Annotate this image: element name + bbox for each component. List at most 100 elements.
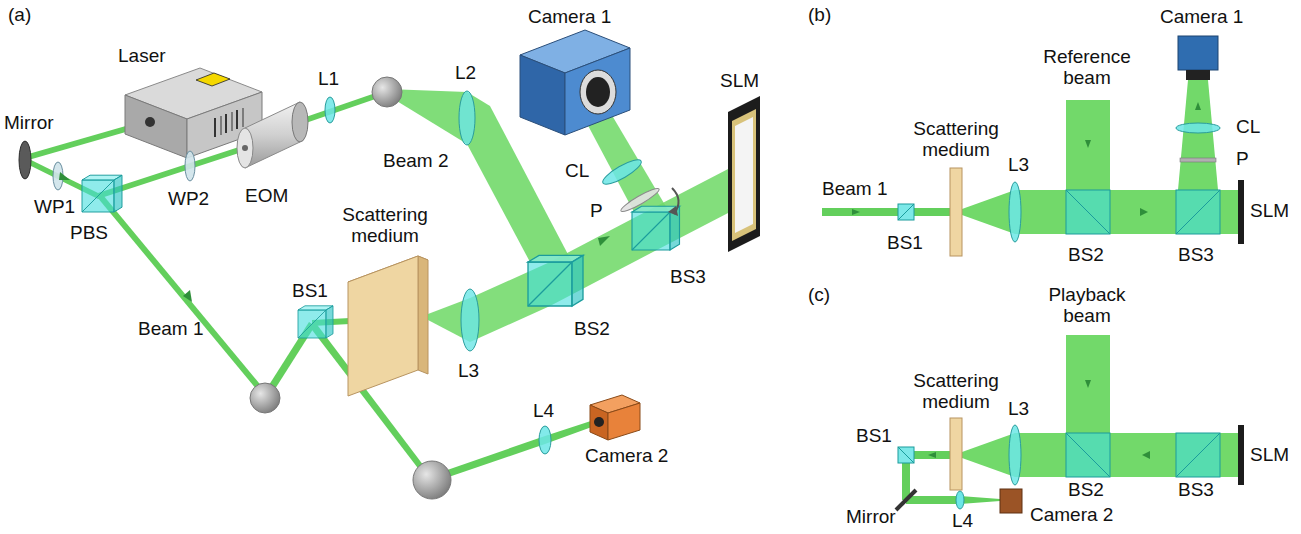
part-label: L1	[318, 68, 339, 89]
camera	[1000, 489, 1022, 513]
part-label: BS1	[887, 232, 923, 253]
part-label: L3	[458, 360, 479, 381]
part-label: Scattering medium	[906, 118, 1006, 161]
signal-beam	[1015, 190, 1238, 234]
waveplate	[185, 151, 195, 181]
mirror	[413, 461, 451, 499]
part-label: Beam 1	[822, 178, 887, 199]
part-label: BS2	[1068, 479, 1104, 500]
part-label: Camera 1	[1160, 6, 1243, 27]
beam	[430, 418, 600, 482]
camera	[520, 30, 630, 135]
polarizer	[619, 186, 661, 215]
part-label: Beam 2	[383, 150, 448, 171]
rotation-arrow	[668, 206, 678, 216]
part-label: BS1	[856, 425, 892, 446]
part-label: SLM	[720, 70, 759, 91]
part-label: BS3	[1178, 244, 1214, 265]
beam-splitter	[898, 447, 914, 463]
part-label: L4	[952, 510, 973, 531]
camera-beam	[584, 112, 668, 212]
spatial-light-modulator	[1238, 425, 1244, 485]
mirror	[250, 383, 280, 413]
panel-letter: (b)	[808, 4, 831, 25]
beam-splitter	[632, 206, 680, 250]
lens	[1009, 425, 1021, 485]
lens	[1009, 182, 1021, 242]
beam-splitter	[528, 255, 583, 306]
part-label: CL	[1236, 116, 1260, 137]
part-label: L3	[1008, 154, 1029, 175]
beam-splitter	[1176, 190, 1220, 234]
part-label: Mirror	[4, 112, 54, 133]
lens	[325, 97, 335, 123]
spatial-light-modulator	[1238, 180, 1244, 244]
part-label: CL	[565, 160, 589, 181]
reference-beam	[1066, 100, 1110, 190]
part-label: Camera 2	[585, 445, 668, 466]
part-label: WP2	[168, 188, 209, 209]
scattered-light	[962, 190, 1015, 234]
lens	[459, 91, 475, 145]
direction-arrow	[183, 290, 192, 302]
direction-arrow	[852, 209, 860, 215]
beam	[960, 496, 1000, 504]
beam	[906, 496, 960, 504]
panel-letter: (c)	[808, 284, 830, 305]
part-label: Camera 1	[528, 6, 611, 27]
part-label: BS1	[292, 280, 328, 301]
beam	[914, 451, 950, 459]
beam-splitter	[1176, 190, 1220, 234]
part-label: PBS	[70, 222, 108, 243]
direction-arrow	[1195, 102, 1201, 110]
playback-beam	[1066, 335, 1110, 433]
polarizer	[1180, 158, 1216, 162]
camera	[1178, 36, 1218, 70]
lens	[461, 289, 479, 351]
beam-1	[822, 208, 898, 216]
part-label: BS3	[670, 266, 706, 287]
beam-splitter	[1066, 433, 1110, 477]
part-label: P	[590, 200, 603, 221]
beam-splitter	[1066, 190, 1110, 234]
beam-splitter	[298, 306, 333, 338]
camera	[590, 395, 640, 440]
beam-splitter	[1176, 433, 1220, 477]
direction-arrow	[59, 172, 70, 180]
direction-arrow	[598, 236, 610, 246]
part-label: Reference beam	[1037, 46, 1137, 89]
beam-splitter	[1066, 190, 1110, 234]
scattering-medium	[348, 256, 428, 396]
electro-optic-modulator	[237, 102, 308, 168]
phase-conjugate-beam	[1015, 433, 1238, 477]
panel-letter: (a)	[8, 4, 31, 25]
part-label: BS3	[1178, 479, 1214, 500]
part-label: Beam 1	[138, 318, 203, 339]
scattering-medium	[950, 168, 962, 256]
mirror	[372, 77, 402, 107]
beam-splitter	[898, 204, 914, 220]
scattering-medium	[950, 418, 962, 490]
direction-arrow	[1085, 140, 1091, 148]
direction-arrow	[1085, 380, 1091, 388]
beam-splitter	[1066, 433, 1110, 477]
part-label: BS2	[1068, 244, 1104, 265]
beam-splitter	[898, 204, 914, 220]
signal-beam	[470, 168, 730, 342]
beam-splitter	[1176, 433, 1220, 477]
part-label: L3	[1008, 398, 1029, 419]
camera	[1186, 70, 1210, 80]
part-label: Mirror	[846, 506, 896, 527]
part-label: P	[1236, 148, 1249, 169]
direction-arrow	[1140, 208, 1148, 216]
lens	[539, 426, 551, 454]
beam-1	[97, 195, 268, 396]
part-label: L2	[455, 62, 476, 83]
cylindrical-lens	[600, 156, 644, 188]
part-label: WP1	[34, 196, 75, 217]
part-label: EOM	[245, 185, 288, 206]
part-label: Scattering medium	[335, 204, 435, 247]
polarizing-beam-splitter	[82, 175, 122, 212]
part-label: BS2	[574, 318, 610, 339]
